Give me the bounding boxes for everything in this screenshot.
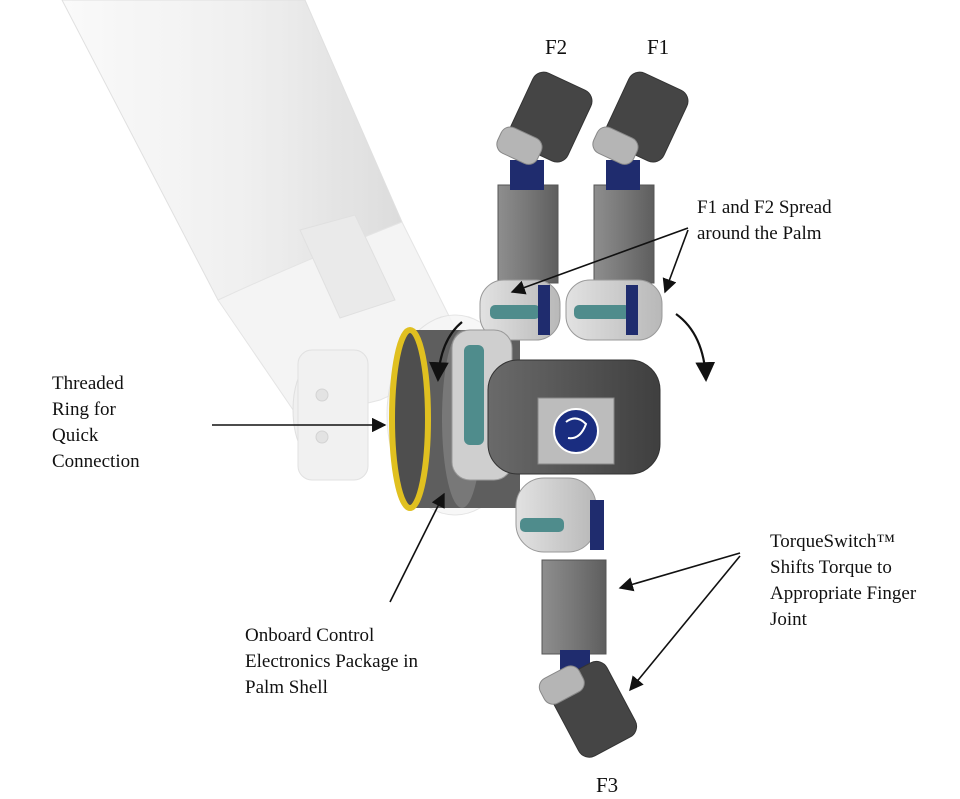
finger-f1 [565,71,689,341]
callout-spread: F1 and F2 Spread around the Palm [697,195,832,247]
callout-threaded-ring-line-3: Quick [52,425,99,446]
finger-f3 [515,477,638,758]
callout-threaded-ring-line-2: Ring for [52,399,116,420]
callout-torqueswitch-line-3: Appropriate Finger [770,583,917,604]
callout-threaded-ring-line-1: Threaded [52,373,124,394]
leader-torqueswitch-upper [618,552,741,592]
circular-logo-icon [553,408,599,454]
rotation-arrow-right [675,313,716,382]
callout-spread-line-1: F1 and F2 Spread [697,197,832,218]
leader-spread-to-f1 [662,229,689,294]
callout-threaded-ring: Threaded Ring for Quick Connection [52,371,140,475]
finger-label-f1: F1 [647,35,670,59]
callout-torqueswitch-line-2: Shifts Torque to [770,557,892,578]
finger-label-f2: F2 [545,35,568,59]
callout-electronics-line-2: Electronics Package in [245,651,419,672]
leader-electronics [389,492,445,603]
callout-electronics: Onboard Control Electronics Package in P… [245,623,418,701]
callout-electronics-line-3: Palm Shell [245,677,328,698]
callout-torqueswitch-line-1: TorqueSwitch™ [770,531,895,552]
callout-torqueswitch: TorqueSwitch™ Shifts Torque to Appropria… [770,529,916,633]
palm [451,329,661,481]
leader-spread-to-f2 [510,227,689,295]
callout-threaded-ring-line-4: Connection [52,451,140,472]
finger-f2 [479,71,593,341]
rotation-arrow-left [429,321,463,382]
callout-spread-line-2: around the Palm [697,223,822,244]
callout-electronics-line-1: Onboard Control [245,625,375,646]
leader-torqueswitch-lower [629,555,741,692]
callout-torqueswitch-line-4: Joint [770,609,807,630]
finger-label-f3: F3 [596,773,619,797]
